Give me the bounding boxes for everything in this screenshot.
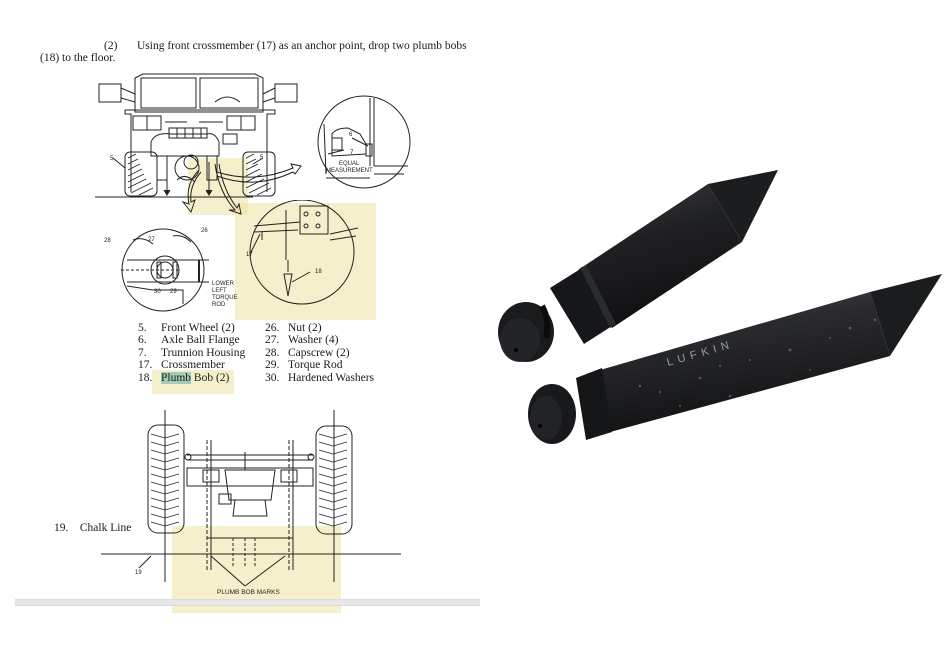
legend-item: 28.Capscrew (2)	[265, 346, 350, 359]
legend-item: 6.Axle Ball Flange	[138, 334, 240, 347]
parts-legend-right: 26.Nut (2) 27.Washer (4) 28.Capscrew (2)…	[265, 322, 395, 392]
truck-front-view-diagram	[95, 73, 302, 215]
legend-item: 17.Crossmember	[138, 359, 225, 372]
equal-measurement-detail	[317, 95, 411, 189]
legend-item: 27.Washer (4)	[265, 334, 339, 347]
step-text-line2: (18) to the floor.	[40, 52, 116, 64]
step-text-line1: Using front crossmember (17) as an ancho…	[137, 40, 467, 52]
callout-18: 18	[315, 269, 322, 275]
callout-29: 29	[170, 289, 177, 295]
plumb-bob-back	[498, 170, 778, 362]
callout-28: 28	[104, 238, 111, 244]
highlight-region	[235, 203, 376, 320]
callout-19: 19	[135, 570, 142, 576]
callout-27: 27	[148, 237, 155, 243]
highlight-region	[172, 526, 341, 613]
chalk-line-label: 19. Chalk Line	[54, 522, 132, 534]
lower-left-torque-rod-label: LOWER LEFT TORQUE ROD	[212, 281, 238, 308]
parts-legend-left: 5.Front Wheel (2) 6.Axle Ball Flange 7.T…	[138, 322, 268, 392]
horizontal-scrollbar[interactable]	[15, 599, 480, 606]
legend-item-highlighted: 18.Plumb Bob (2)	[138, 371, 230, 384]
legend-item: 5.Front Wheel (2)	[138, 322, 235, 334]
legend-item: 29.Torque Rod	[265, 359, 343, 372]
legend-item: 30.Hardened Washers	[265, 371, 375, 384]
step-number: (2)	[104, 40, 118, 52]
manual-page: (2) Using front crossmember (17) as an a…	[0, 0, 490, 620]
callout-26: 26	[201, 228, 208, 234]
callout-30: 30	[154, 289, 161, 295]
equal-measurement-label-1: EQUAL	[339, 161, 360, 167]
plumb-bobs-photo: LUFKIN	[498, 170, 942, 444]
callout-6: 6	[349, 132, 353, 138]
legend-item: 26.Nut (2)	[265, 322, 322, 334]
plumb-bob-marks-label: PLUMB BOB MARKS	[217, 589, 280, 596]
legend-item: 7.Trunnion Housing	[138, 346, 246, 359]
plumb-bob-front	[528, 274, 942, 444]
equal-measurement-label-2: MEASUREMENT	[326, 168, 373, 174]
callout-17: 17	[246, 252, 253, 258]
callout-7: 7	[350, 150, 354, 156]
crossmember-plumb-bob-detail	[249, 200, 359, 305]
axle-plan-view-diagram	[101, 410, 401, 587]
callout-5-right: 5	[260, 155, 264, 161]
torque-rod-detail	[121, 228, 209, 312]
callout-5-left: 5	[110, 156, 114, 162]
search-match-highlight: Plumb	[161, 371, 192, 384]
